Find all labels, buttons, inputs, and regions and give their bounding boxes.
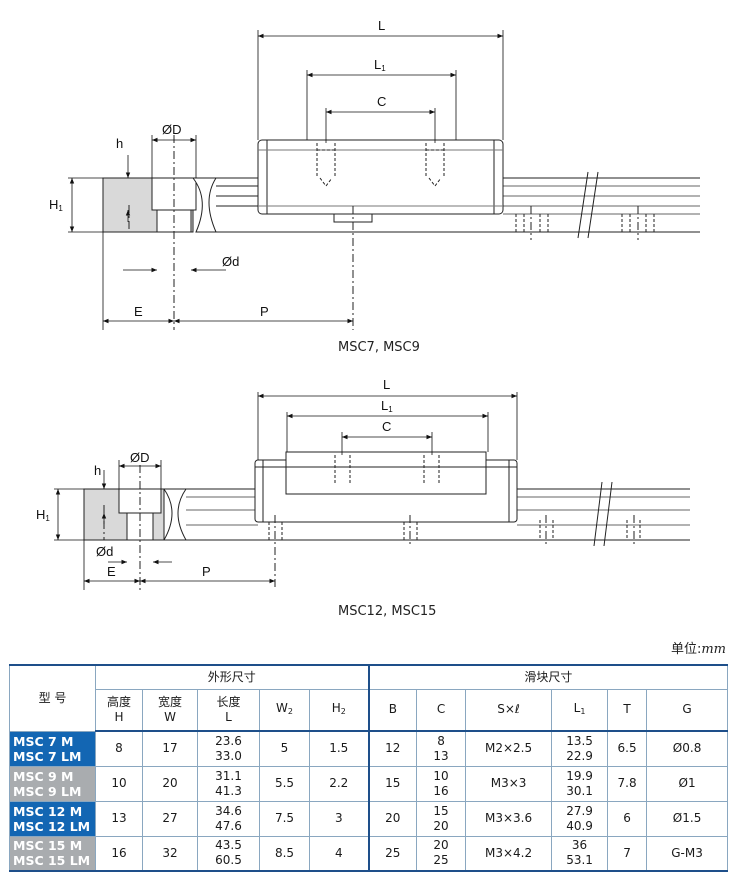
cell-H2: 1.5 — [308, 730, 370, 767]
dim-L: L — [378, 18, 385, 33]
cell-Sxl: M2×2.5 — [465, 730, 553, 767]
dim-D: ØD — [162, 122, 182, 137]
cell-G: G-M3 — [646, 835, 729, 872]
header-group-block: 滑块尺寸 — [367, 664, 729, 690]
header-T: T — [607, 688, 648, 732]
drawing-msc7-msc9: L L1 C h ØD H1 Ød E P — [49, 18, 700, 330]
cell-Sxl: M3×3 — [465, 765, 553, 802]
cell-T: 7 — [607, 835, 648, 872]
cell-W: 32 — [142, 835, 198, 872]
unit-label: 单位:mm — [670, 642, 726, 657]
caption-msc12-msc15: MSC12, MSC15 — [338, 604, 437, 619]
header-group-outer: 外形尺寸 — [94, 664, 370, 690]
cell-B: 20 — [367, 800, 418, 837]
caption-msc7-msc9: MSC7, MSC9 — [338, 340, 420, 355]
dim-L-2: L — [383, 377, 390, 392]
cell-B: 15 — [367, 765, 418, 802]
header-L1: L1 — [551, 688, 609, 732]
dim-C-2: C — [382, 419, 391, 434]
dim-h: h — [116, 136, 123, 151]
header-Sxl: S×ℓ — [465, 688, 553, 732]
cell-T: 6 — [607, 800, 648, 837]
dim-H1: H1 — [49, 197, 63, 213]
cell-T: 7.8 — [607, 765, 648, 802]
dim-H1-2: H1 — [36, 507, 50, 523]
cell-W: 17 — [142, 730, 198, 767]
cell-H: 13 — [95, 800, 143, 837]
cell-Sxl: M3×4.2 — [465, 835, 553, 872]
cell-H: 10 — [95, 765, 143, 802]
header-G: G — [646, 688, 729, 732]
dim-P-2: P — [202, 564, 211, 579]
cell-G: Ø1 — [646, 765, 729, 802]
header-W2: W2 — [259, 688, 310, 732]
dim-d-2: Ød — [96, 544, 113, 559]
cell-H: 16 — [95, 835, 143, 872]
cell-H2: 3 — [308, 800, 370, 837]
cell-H: 8 — [95, 730, 143, 767]
cell-H2: 4 — [308, 835, 370, 872]
dim-h-2: h — [94, 463, 101, 478]
cell-W: 20 — [142, 765, 198, 802]
cell-T: 6.5 — [607, 730, 648, 767]
cell-Sxl: M3×3.6 — [465, 800, 553, 837]
dim-D-2: ØD — [130, 450, 150, 465]
cell-W2: 5.5 — [259, 765, 310, 802]
header-H2: H2 — [308, 688, 370, 732]
cell-B: 25 — [367, 835, 418, 872]
header-model: 型 号 — [9, 664, 96, 732]
dim-E: E — [134, 304, 143, 319]
dim-d: Ød — [222, 254, 239, 269]
header-B: B — [367, 688, 418, 732]
cell-G: Ø0.8 — [646, 730, 729, 767]
dim-P: P — [260, 304, 269, 319]
drawing-msc12-msc15: L L1 C h ØD H1 Ød E P — [36, 377, 690, 590]
dim-L1-2: L1 — [381, 398, 393, 414]
cell-W2: 7.5 — [259, 800, 310, 837]
cell-W2: 5 — [259, 730, 310, 767]
dim-E-2: E — [107, 564, 116, 579]
dim-C: C — [377, 94, 386, 109]
cell-W: 27 — [142, 800, 198, 837]
cell-W2: 8.5 — [259, 835, 310, 872]
header-C: C — [416, 688, 467, 732]
cell-G: Ø1.5 — [646, 800, 729, 837]
dim-L1: L1 — [374, 57, 386, 73]
cell-H2: 2.2 — [308, 765, 370, 802]
cell-B: 12 — [367, 730, 418, 767]
